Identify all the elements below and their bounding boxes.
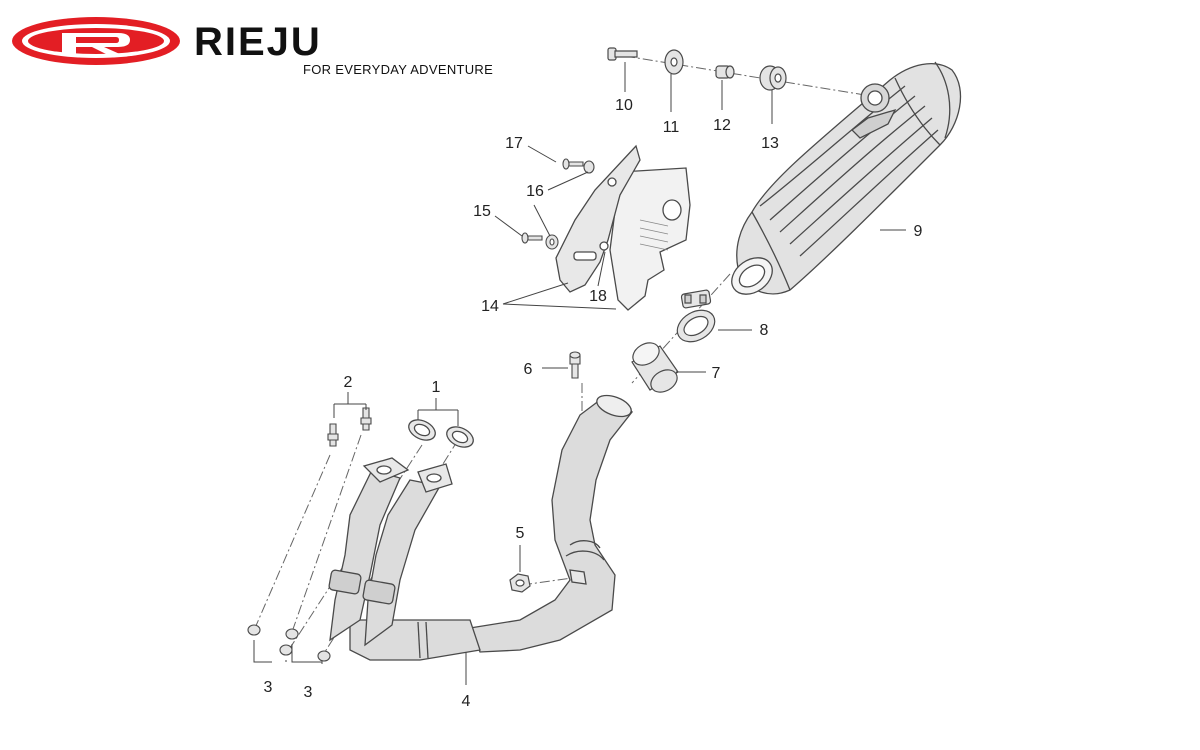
part-7-gasket-sleeve bbox=[629, 338, 681, 396]
callout-12: 12 bbox=[713, 117, 731, 134]
callout-2: 2 bbox=[344, 374, 353, 391]
part-4-header-pipe bbox=[328, 391, 634, 660]
part-14-heat-shields bbox=[556, 146, 690, 310]
callout-7: 7 bbox=[712, 365, 721, 382]
leader-lines bbox=[253, 62, 906, 685]
callout-8: 8 bbox=[760, 322, 769, 339]
rieju-emblem bbox=[12, 17, 180, 65]
part-11-washer bbox=[665, 50, 683, 74]
callout-5: 5 bbox=[516, 525, 525, 542]
part-6-sensor-plug bbox=[570, 352, 580, 378]
callout-17: 17 bbox=[505, 135, 523, 152]
brand-wordmark: RIEJU bbox=[194, 20, 322, 64]
part-17-screw bbox=[563, 159, 594, 173]
callout-13: 13 bbox=[761, 135, 779, 152]
callout-18: 18 bbox=[589, 288, 607, 305]
part-12-collar bbox=[716, 66, 734, 78]
callout-1: 1 bbox=[432, 379, 441, 396]
part-2-studs bbox=[328, 408, 371, 446]
callout-16: 16 bbox=[526, 183, 544, 200]
callout-11: 11 bbox=[663, 119, 680, 136]
callout-3a: 3 bbox=[264, 679, 273, 696]
part-5-nut bbox=[510, 574, 530, 592]
part-10-bolt bbox=[608, 48, 637, 60]
callout-10: 10 bbox=[615, 97, 633, 114]
part-15-screw bbox=[522, 233, 542, 243]
part-13-rubber-grommet bbox=[760, 66, 786, 90]
callout-9: 9 bbox=[914, 223, 923, 240]
callout-labels: 1 2 3 3 4 5 6 7 8 9 10 11 12 13 14 15 16… bbox=[264, 97, 923, 710]
callout-15: 15 bbox=[473, 203, 491, 220]
part-1-gaskets bbox=[406, 416, 477, 451]
rieju-logo: RIEJU FOR EVERYDAY ADVENTURE bbox=[12, 17, 493, 77]
part-9-muffler bbox=[725, 62, 961, 302]
callout-6: 6 bbox=[524, 361, 533, 378]
callout-3b: 3 bbox=[304, 684, 313, 701]
part-16-spacer bbox=[546, 235, 558, 249]
brand-tagline: FOR EVERYDAY ADVENTURE bbox=[303, 62, 493, 77]
callout-4: 4 bbox=[462, 693, 471, 710]
callout-14: 14 bbox=[481, 298, 499, 315]
part-3-nuts bbox=[248, 625, 330, 661]
part-8-clamp bbox=[672, 290, 721, 348]
